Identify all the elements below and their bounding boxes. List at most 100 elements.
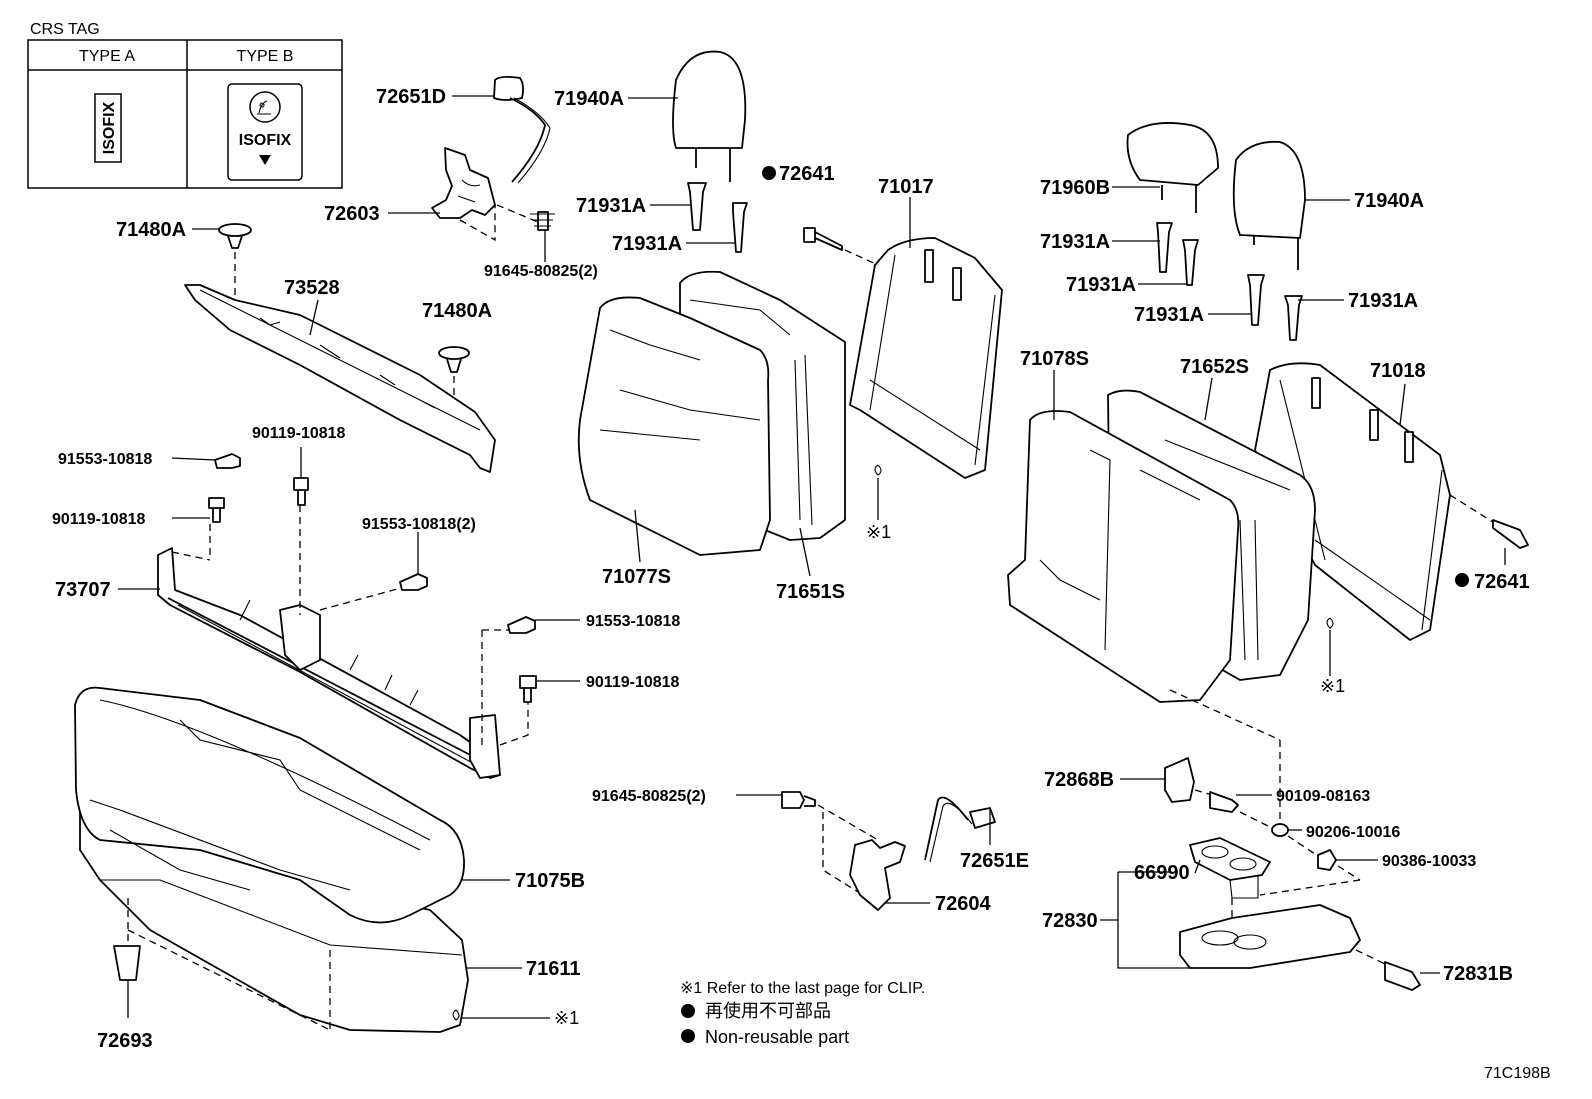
nonreusable-en: Non-reusable part: [705, 1027, 849, 1047]
bolt-91553-a: [214, 453, 241, 469]
isofix-type-b-tag: ISOFIX: [227, 83, 303, 181]
label-72868B: 72868B: [1044, 769, 1114, 791]
label-72830: 72830: [1042, 910, 1098, 932]
label-91553-lower: 91553-10818: [586, 613, 680, 630]
label-90386: 90386-10033: [1382, 853, 1476, 870]
isofix-type-a-tag: ISOFIX: [94, 93, 122, 163]
label-71940A-right: 71940A: [1354, 190, 1424, 212]
down-arrow-icon: [259, 155, 271, 165]
clip-ring-icon-2: [1326, 617, 1334, 629]
label-71960B: 71960B: [1040, 177, 1110, 199]
isofix-bracket-left-group: [431, 75, 555, 242]
label-71078S: 71078S: [1020, 348, 1089, 370]
headrest-71940a-left: [672, 50, 747, 182]
label-72604: 72604: [935, 893, 991, 915]
clip-mark-1: ※1: [866, 522, 891, 542]
label-71017: 71017: [878, 176, 934, 198]
figure-id: 71C198B: [1484, 1065, 1551, 1082]
non-reusable-mark-2: [1455, 573, 1469, 587]
bolt-90119-c: [519, 675, 537, 703]
label-71480A-top: 71480A: [116, 219, 186, 241]
cup-holder-66990: [1189, 837, 1271, 920]
bolt-91553-b: [399, 573, 428, 591]
pin-72831b: [1355, 949, 1421, 991]
bolt-90119-a: [208, 497, 225, 523]
label-71611: 71611: [526, 958, 581, 980]
label-72831B: 72831B: [1443, 963, 1513, 985]
seatback-cover-71077S: [577, 296, 771, 556]
isofix-bracket-right-group: [781, 791, 996, 911]
label-73707: 73707: [55, 579, 111, 601]
clip-mark-3: ※1: [554, 1008, 579, 1028]
label-73528: 73528: [284, 277, 340, 299]
non-reusable-mark-1: [762, 166, 776, 180]
label-71931A-1: 71931A: [576, 195, 646, 217]
isofix-type-b-text: ISOFIX: [239, 132, 292, 149]
clip-mark-2: ※1: [1320, 676, 1345, 696]
label-91553-x2: 91553-10818(2): [362, 516, 476, 533]
headrest-71960b: [1126, 122, 1219, 213]
nonreusable-jp: 再使用不可部品: [705, 1001, 831, 1021]
label-71931A-2: 71931A: [612, 233, 682, 255]
nut-90386: [1259, 835, 1361, 896]
label-72651E: 72651E: [960, 850, 1029, 872]
label-90206: 90206-10016: [1306, 824, 1400, 841]
label-72651D: 72651D: [376, 86, 446, 108]
label-90119-lower: 90119-10818: [586, 674, 680, 691]
label-71077S: 71077S: [602, 566, 671, 588]
label-90119-upper: 90119-10818: [252, 425, 346, 442]
non-reusable-mark-legend-en: [681, 1029, 695, 1043]
label-71931A-3: 71931A: [1040, 231, 1110, 253]
isofix-type-a-text: ISOFIX: [101, 101, 118, 154]
guides-71931a-left: [687, 182, 748, 253]
clip-marks: ※1 ※1 ※1: [554, 522, 1345, 1028]
seatback-cover-71078S: [1007, 410, 1281, 820]
label-72641-top: 72641: [779, 163, 835, 185]
label-71931A-5: 71931A: [1134, 304, 1204, 326]
washer-90206: [1239, 811, 1289, 837]
frame-73707: [157, 505, 529, 779]
label-66990: 66990: [1134, 862, 1190, 884]
headrest-71940a-right: [1232, 140, 1306, 270]
label-91553-upper: 91553-10818: [58, 451, 152, 468]
label-90119-left: 90119-10818: [52, 511, 146, 528]
label-72641-right: 72641: [1474, 571, 1530, 593]
label-91645-upper: 91645-80825(2): [484, 263, 598, 280]
child-seat-icon: [249, 91, 281, 123]
legend-notes: ※1 Refer to the last page for CLIP. 再使用不…: [680, 980, 925, 1047]
clip-ring-icon-1: [874, 464, 882, 476]
label-71480A-mid: 71480A: [422, 300, 492, 322]
crs-type-b-label: TYPE B: [237, 48, 294, 65]
seat-cushion-cover-71075B: [74, 686, 465, 1031]
crs-type-a-label: TYPE A: [79, 48, 135, 65]
crs-tag-table: CRS TAG TYPE A TYPE B ISOFIX ISOFIX: [27, 21, 343, 189]
clip-72693: [113, 945, 141, 981]
label-72603: 72603: [324, 203, 380, 225]
non-reusable-mark-legend-jp: [681, 1004, 695, 1018]
seatback-frame-71017: [803, 227, 1003, 479]
label-71651S: 71651S: [776, 581, 845, 603]
clip-ring-icon-3: [452, 1009, 460, 1021]
leader-lines: [118, 95, 1506, 1019]
part-labels: 72651D 71940A 72641 71931A 71931A 71017 …: [52, 86, 1530, 1052]
label-72693: 72693: [97, 1030, 153, 1052]
bracket-72868b: [1164, 757, 1213, 803]
clip-note: ※1 Refer to the last page for CLIP.: [680, 980, 925, 997]
label-71652S: 71652S: [1180, 356, 1249, 378]
panel-73528: [184, 284, 496, 473]
seatback-frame-71018: [1254, 362, 1529, 641]
label-90109: 90109-08163: [1276, 788, 1370, 805]
label-91645-lower: 91645-80825(2): [592, 788, 706, 805]
label-71018: 71018: [1370, 360, 1426, 382]
label-71940A-left: 71940A: [554, 88, 624, 110]
armrest-72830: [1179, 904, 1361, 969]
bolt-90119-b: [293, 477, 309, 506]
label-71931A-4: 71931A: [1066, 274, 1136, 296]
guides-71931a-right: [1156, 222, 1303, 341]
label-71931A-6: 71931A: [1348, 290, 1418, 312]
clip-71480a-top: [218, 223, 252, 300]
bolt-90109: [1209, 791, 1239, 813]
crs-tag-title: CRS TAG: [30, 21, 100, 38]
bolt-91553-c: [507, 616, 536, 634]
